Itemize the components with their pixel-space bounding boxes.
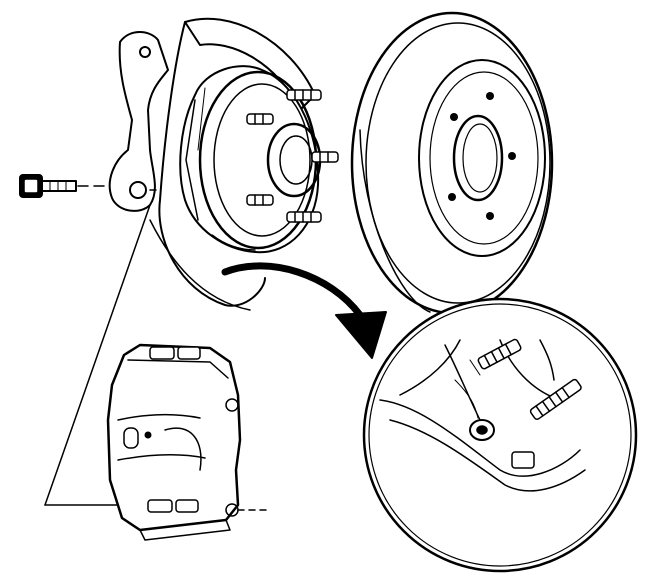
brake-rotor [352,13,552,313]
detail-callout-arrow [225,266,386,358]
caliper-leader-lines [45,205,268,510]
wheel-stud [247,195,273,205]
detail-wheel-studs [477,338,582,420]
steering-knuckle [110,32,168,211]
wheel-studs [247,90,338,222]
detail-magnifier-circle [364,299,636,571]
detail-view [380,340,585,491]
hub-and-bearing [180,66,320,252]
wheel-stud [287,90,321,100]
rotor-stud-holes [448,92,516,220]
wheel-stud [247,114,273,124]
bolt [20,175,118,197]
wheel-stud [287,212,321,222]
wheel-stud [312,152,338,162]
caliper-guide-pin [148,347,200,512]
brake-caliper [108,345,240,540]
